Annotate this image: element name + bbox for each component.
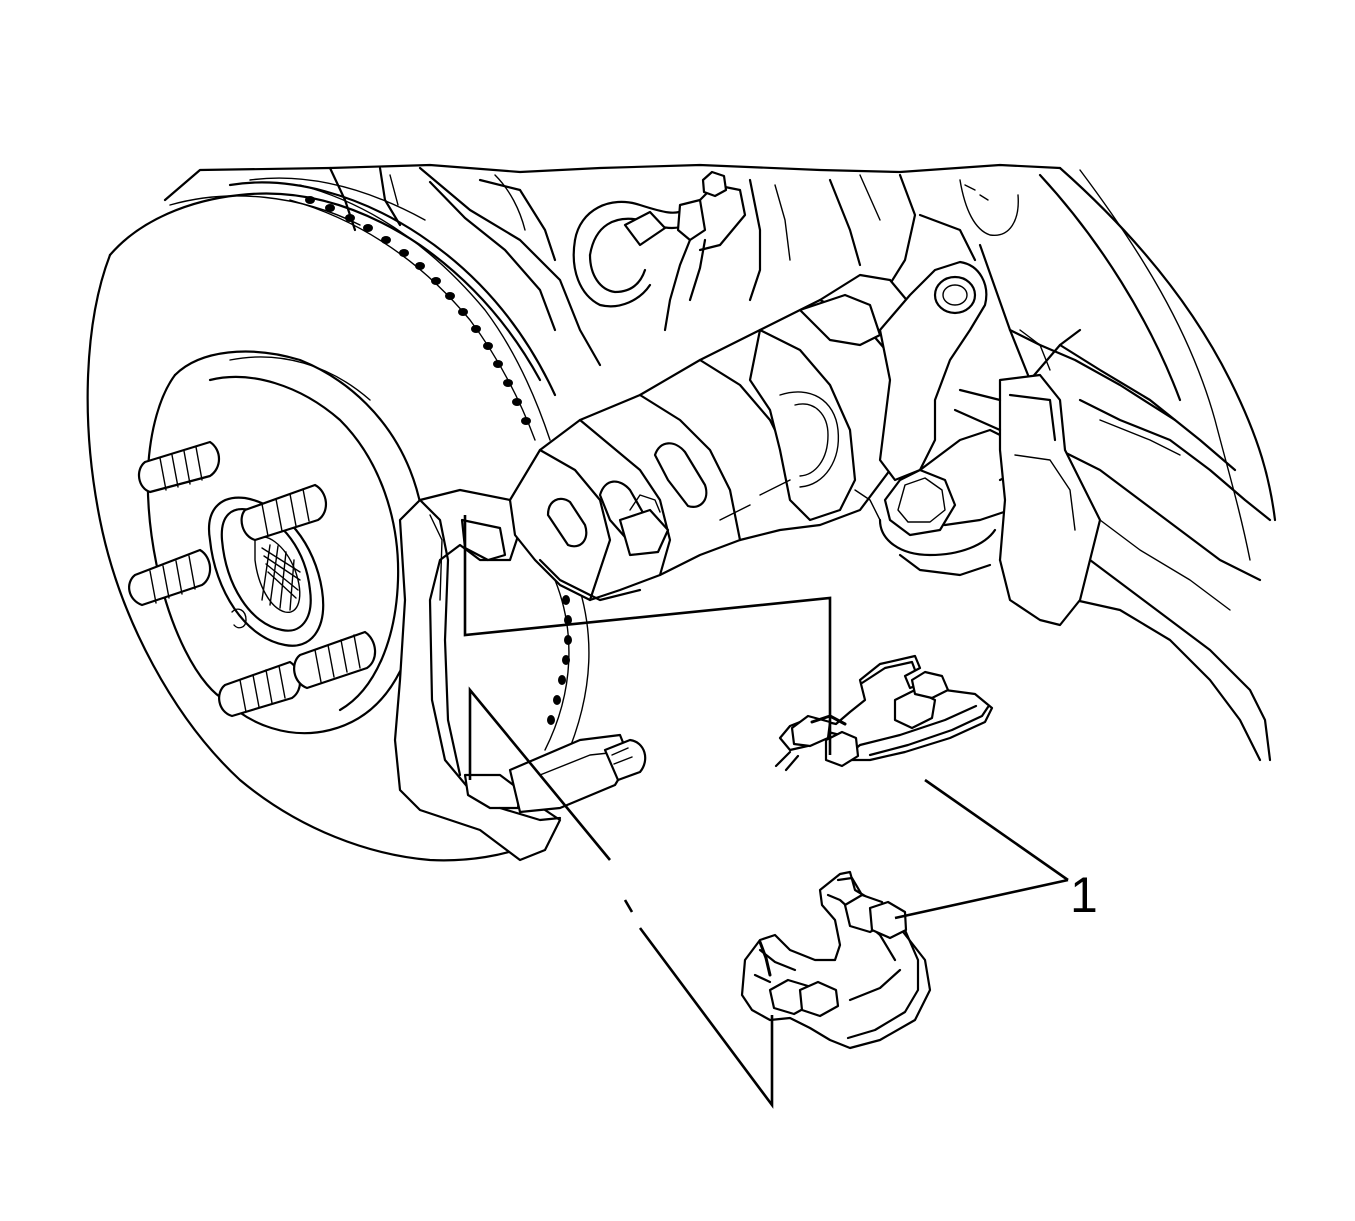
callout-1: 1 <box>1070 867 1098 923</box>
wheel-stud <box>240 483 327 542</box>
leader-lower-clip-dashed <box>623 899 634 913</box>
brake-caliper <box>508 273 927 602</box>
leader-lower-clip-tail <box>638 927 774 1109</box>
callout-1-leader-lower <box>894 878 1069 920</box>
leader-lines <box>463 515 1069 1109</box>
wheel-stud <box>293 630 377 690</box>
suspension-background <box>163 163 1277 762</box>
callout-1-leader-upper <box>924 778 1069 882</box>
axle-spline <box>261 544 301 611</box>
pad-abutment-clip-upper <box>774 654 994 772</box>
leader-upper-clip-install <box>463 515 832 755</box>
wheel-studs <box>128 440 377 718</box>
pad-abutment-clip-lower <box>740 870 932 1050</box>
leader-lower-clip-install <box>468 686 612 861</box>
steering-knuckle-arm <box>854 260 1032 577</box>
wheel-stud <box>128 548 212 607</box>
brake-hose <box>572 170 747 332</box>
rotor-vent-holes <box>289 184 590 761</box>
wheel-stud <box>218 660 302 718</box>
abs-sensor-bracket <box>953 329 1102 627</box>
wheel-stud <box>137 440 221 494</box>
